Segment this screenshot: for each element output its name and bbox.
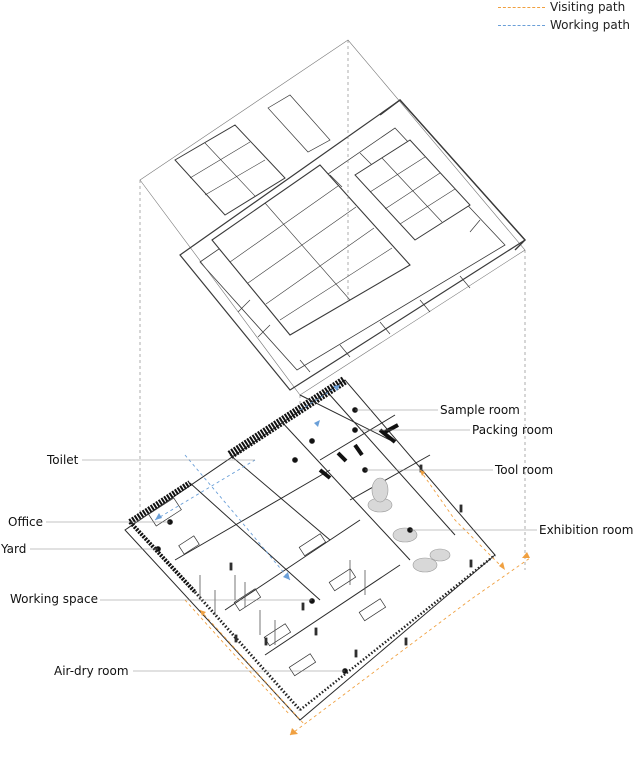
roof-central-ribs: [229, 185, 393, 321]
label-tool-room: Tool room: [495, 463, 554, 477]
roof-rail: [379, 99, 526, 251]
label-packing-room: Packing room: [472, 423, 554, 437]
roof-left-block: [174, 124, 286, 216]
working-path-arrows: [155, 385, 340, 580]
perimeter-wall-north: [227, 376, 348, 459]
roof-skylight: [267, 94, 331, 153]
legend-visiting-path: Visiting path: [550, 0, 626, 14]
internal-walls: [174, 394, 456, 656]
perimeter-wall-south-east: [299, 554, 496, 711]
label-sample-room: Sample room: [440, 403, 520, 417]
label-exhibition-room: Exhibition room: [539, 523, 633, 537]
office-furniture: [148, 497, 200, 555]
legend-line-working: [498, 25, 545, 26]
roof-right-block: [354, 139, 471, 241]
label-working-space: Working space: [10, 592, 98, 606]
room-dots: [155, 407, 413, 674]
roof-level: [139, 39, 526, 396]
drying-racks: [199, 560, 366, 645]
visiting-path-arrows: [200, 470, 530, 735]
working-path: [154, 384, 341, 581]
roof-frame-inner: [199, 127, 506, 371]
legend-line-visiting: [498, 7, 545, 8]
perimeter-wall-office: [128, 480, 192, 525]
dark-partitions: [318, 423, 399, 480]
label-toilet: Toilet: [47, 453, 79, 467]
ground-floor: [124, 376, 496, 721]
visiting-path: [184, 469, 531, 736]
label-office: Office: [8, 515, 44, 529]
roof-central-block: [211, 164, 411, 336]
label-yard: Yard: [1, 542, 27, 556]
people-figures: [229, 464, 473, 658]
label-air-dry-room: Air-dry room: [54, 664, 129, 678]
legend-working-path: Working path: [550, 18, 631, 32]
label-leaders: [30, 409, 537, 672]
